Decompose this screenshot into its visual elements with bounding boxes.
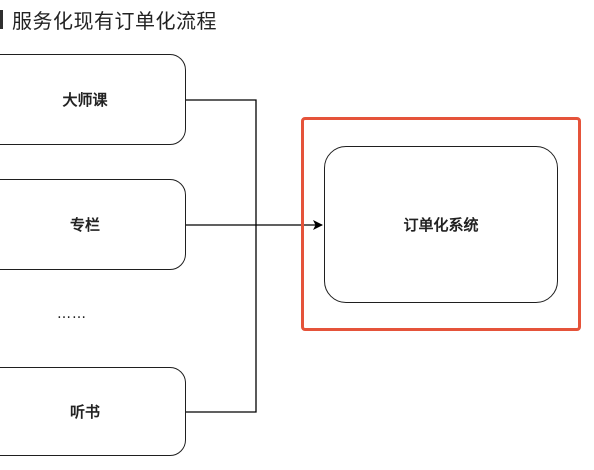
source-node-1: 大师课 [0, 54, 186, 145]
target-node-label: 订单化系统 [403, 216, 479, 234]
heading-marker [0, 9, 3, 29]
source-node-3-label: 听书 [69, 403, 100, 421]
connector-from-source-3 [186, 225, 257, 413]
source-node-2: 专栏 [0, 179, 186, 270]
source-node-3: 听书 [0, 367, 186, 456]
source-node-2-label: 专栏 [69, 216, 100, 234]
connector-from-source-1 [186, 99, 257, 225]
target-node: 订单化系统 [324, 146, 558, 303]
target-highlight-frame [301, 117, 581, 331]
source-node-1-label: 大师课 [62, 91, 108, 109]
heading-title: 服务化现有订单化流程 [12, 8, 217, 33]
section-heading: 服务化现有订单化流程 [0, 4, 217, 34]
ellipsis-more-sources: …… [57, 306, 87, 322]
